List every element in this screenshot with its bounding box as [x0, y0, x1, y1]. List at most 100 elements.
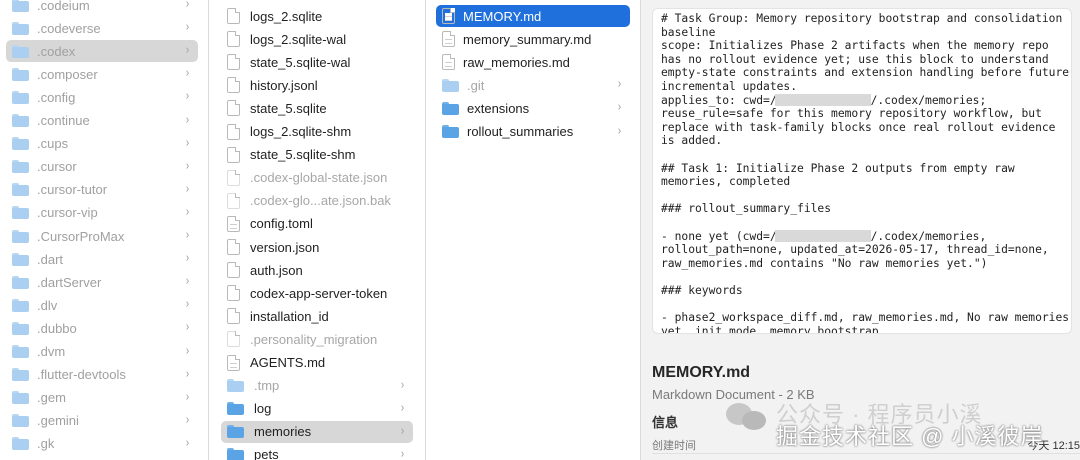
- chevron-right-icon: ›: [617, 77, 622, 93]
- preview-text-part: /.codex/memories,: [870, 229, 987, 243]
- item-name: .dubbo: [37, 320, 77, 336]
- column-divider[interactable]: [640, 0, 641, 460]
- document-icon: [442, 8, 455, 24]
- document-icon: [227, 354, 240, 371]
- file-row[interactable]: .codex-glo...ate.json.bak: [221, 190, 413, 212]
- folder-row[interactable]: .dart›: [6, 248, 198, 270]
- file-row[interactable]: state_5.sqlite-shm: [221, 144, 413, 166]
- folder-row[interactable]: .dvm ›: [6, 341, 198, 363]
- item-name: .tmp: [254, 378, 280, 394]
- file-row[interactable]: .codex-global-state.json: [221, 167, 413, 189]
- folder-row[interactable]: .gk›: [6, 433, 198, 455]
- file-row[interactable]: state_5.sqlite: [221, 97, 413, 119]
- document-icon: [227, 215, 240, 232]
- item-name: installation_id: [250, 308, 329, 324]
- file-row[interactable]: .personality_migration: [221, 328, 413, 350]
- file-row[interactable]: config.toml: [221, 213, 413, 235]
- folder-row[interactable]: .gem›: [6, 387, 198, 409]
- folder-row[interactable]: .CursorProMax›: [6, 225, 198, 247]
- folder-icon: [227, 379, 244, 393]
- wechat-logo-icon: [724, 399, 768, 431]
- chevron-right-icon: ›: [185, 251, 190, 267]
- folder-icon: [12, 44, 29, 58]
- chevron-right-icon: ›: [185, 158, 190, 174]
- file-row[interactable]: rollout_summaries›: [436, 121, 630, 143]
- file-preview[interactable]: # Task Group: Memory repository bootstra…: [652, 8, 1072, 334]
- chevron-right-icon: ›: [185, 0, 190, 12]
- info-created-label: 创建时间: [652, 440, 696, 452]
- folder-row[interactable]: .codex›: [6, 40, 198, 63]
- item-name: .personality_migration: [250, 331, 378, 347]
- chevron-right-icon: ›: [185, 181, 190, 197]
- chevron-right-icon: ›: [400, 400, 405, 416]
- document-icon: [227, 123, 240, 140]
- folder-icon: [12, 437, 29, 451]
- info-file-kind: Markdown Document - 2 KB: [652, 387, 815, 402]
- folder-row[interactable]: .cups›: [6, 133, 198, 155]
- file-row[interactable]: raw_memories.md: [436, 51, 630, 73]
- folder-row[interactable]: .cursor›: [6, 156, 198, 178]
- watermark-line-2: 掘金技术社区 @ 小溪彼岸: [776, 424, 1044, 449]
- file-row[interactable]: pets›: [221, 444, 413, 460]
- document-icon: [227, 31, 240, 48]
- file-row[interactable]: auth.json: [221, 259, 413, 281]
- item-name: .dvm: [37, 344, 66, 359]
- file-row[interactable]: memories›: [221, 420, 413, 443]
- folder-row[interactable]: .continue›: [6, 110, 198, 132]
- folder-icon: [12, 229, 29, 243]
- item-name: logs_2.sqlite: [250, 8, 323, 24]
- folder-icon: [12, 298, 29, 312]
- file-row[interactable]: logs_2.sqlite-shm: [221, 121, 413, 143]
- folder-row[interactable]: .cursor-tutor›: [6, 179, 198, 201]
- chevron-right-icon: ›: [185, 20, 190, 36]
- file-row[interactable]: logs_2.sqlite-wal: [221, 28, 413, 50]
- folder-icon: [12, 391, 29, 405]
- folder-icon: [12, 21, 29, 35]
- folder-icon: [12, 137, 29, 151]
- file-row[interactable]: codex-app-server-token: [221, 282, 413, 304]
- folder-row[interactable]: .cursor-vip›: [6, 202, 198, 224]
- item-name: .cursor-vip: [37, 205, 98, 221]
- file-row[interactable]: installation_id: [221, 305, 413, 327]
- redacted-path: [774, 229, 871, 242]
- file-row[interactable]: AGENTS.md: [221, 352, 413, 374]
- folder-icon: [12, 90, 29, 104]
- folder-icon: [12, 160, 29, 174]
- folder-row[interactable]: .dubbo›: [6, 317, 198, 339]
- column-divider[interactable]: [425, 0, 426, 460]
- folder-row[interactable]: .dlv›: [6, 294, 198, 316]
- folder-row[interactable]: .dartServer›: [6, 271, 198, 293]
- file-row[interactable]: extensions›: [436, 97, 630, 119]
- item-name: AGENTS.md: [250, 355, 326, 370]
- folder-row[interactable]: .config›: [6, 86, 198, 108]
- item-name: .codex-global-state.json: [250, 170, 388, 186]
- folder-icon: [442, 101, 459, 115]
- folder-row[interactable]: .gemini›: [6, 410, 198, 432]
- document-icon: [227, 54, 240, 71]
- file-row[interactable]: state_5.sqlite-wal: [221, 51, 413, 73]
- column-divider[interactable]: [208, 0, 209, 460]
- file-row[interactable]: .git›: [436, 74, 630, 96]
- file-row[interactable]: history.jsonl: [221, 74, 413, 96]
- preview-text-part: rollout_path=none, updated_at=2026-05-17…: [661, 243, 1070, 334]
- item-name: log: [254, 401, 272, 417]
- file-row[interactable]: log ›: [221, 398, 413, 420]
- item-name: .codeium: [37, 0, 90, 13]
- folder-row[interactable]: .composer›: [6, 63, 198, 85]
- chevron-right-icon: ›: [185, 274, 190, 290]
- chevron-right-icon: ›: [185, 389, 190, 405]
- file-row[interactable]: version.json: [221, 236, 413, 258]
- item-name: memory_summary.md: [463, 31, 592, 47]
- folder-row[interactable]: .flutter-devtools›: [6, 364, 198, 386]
- item-name: rollout_summaries: [467, 124, 574, 139]
- folder-row[interactable]: .codeverse›: [6, 17, 198, 39]
- file-row[interactable]: .tmp›: [221, 375, 413, 397]
- chevron-right-icon: ›: [185, 343, 190, 359]
- folder-row[interactable]: .codeium ›: [6, 0, 198, 16]
- file-row[interactable]: MEMORY.md: [436, 5, 630, 27]
- item-name: logs_2.sqlite-wal: [250, 31, 347, 47]
- preview-text-part: /.codex/memories;: [870, 93, 987, 107]
- file-row[interactable]: memory_summary.md: [436, 28, 630, 50]
- item-name: .config: [37, 89, 76, 105]
- file-row[interactable]: logs_2.sqlite: [221, 5, 413, 27]
